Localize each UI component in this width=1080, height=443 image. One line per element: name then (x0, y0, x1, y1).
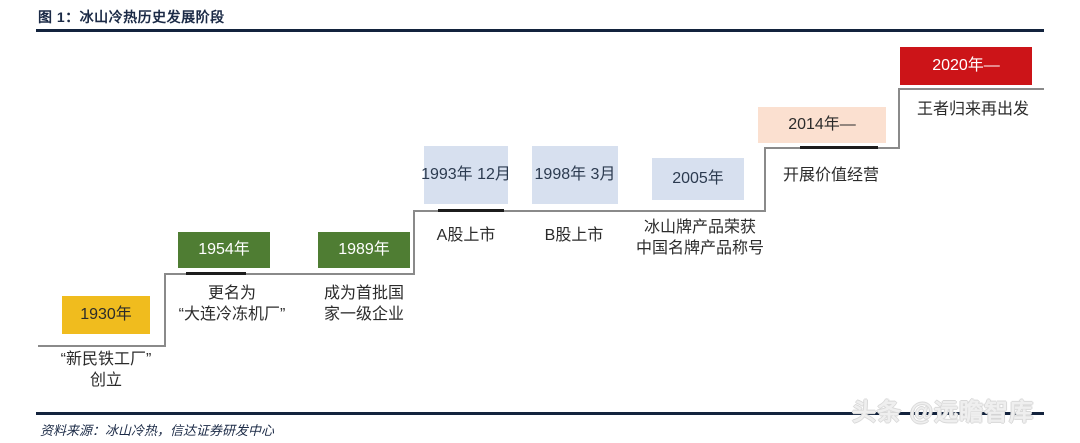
figure-source: 资料来源：冰山冷热，信达证券研发中心 (40, 423, 275, 438)
milestone-chip-1993[interactable]: 1993年 12月 (421, 146, 511, 204)
step-tread-2 (164, 273, 415, 275)
watermark-text: 头条 @远瞻智库 (852, 399, 1035, 426)
milestone-year-1993: 1993年 12月 (421, 166, 511, 184)
step-riser-2 (413, 210, 415, 275)
figure-title: 图 1：冰山冷热历史发展阶段 (38, 9, 225, 25)
milestone-year-1989: 1989年 (338, 241, 390, 259)
milestone-chip-2020[interactable]: 2020年— (900, 47, 1032, 85)
milestone-caption-1954: 更名为 “大连冷冻机厂” (178, 285, 286, 323)
step-riser-3 (764, 147, 766, 212)
top-divider-rule (36, 29, 1044, 32)
tread-tick-2 (186, 272, 246, 275)
milestone-chip-2014[interactable]: 2014年— (758, 107, 886, 143)
step-riser-1 (164, 273, 166, 347)
milestone-year-2020: 2020年— (932, 57, 1000, 75)
milestone-chip-1998[interactable]: 1998年 3月 (532, 146, 618, 204)
step-tread-5 (898, 88, 1044, 90)
tread-tick-4 (800, 146, 878, 149)
milestone-year-1954: 1954年 (198, 241, 250, 259)
milestone-caption-1993: A股上市 (436, 227, 496, 244)
milestone-year-2014: 2014年— (788, 116, 856, 134)
milestone-caption-2020: 王者归来再出发 (916, 101, 1029, 118)
milestone-caption-1989: 成为首批国 家一级企业 (323, 285, 404, 323)
milestone-chip-1954[interactable]: 1954年 (178, 232, 270, 268)
milestone-caption-2014: 开展价值经营 (782, 167, 879, 184)
bottom-divider-rule (36, 412, 1044, 415)
step-riser-4 (898, 88, 900, 149)
step-tread-1 (38, 345, 166, 347)
milestone-year-1998: 1998年 3月 (534, 166, 616, 184)
milestone-year-2005: 2005年 (672, 170, 724, 188)
milestone-chip-1989[interactable]: 1989年 (318, 232, 410, 268)
milestone-chip-2005[interactable]: 2005年 (652, 158, 744, 200)
step-tread-3 (413, 210, 766, 212)
milestone-caption-1930: “新民铁工厂” 创立 (60, 351, 152, 389)
milestone-caption-1998: B股上市 (544, 227, 604, 244)
milestone-chip-1930[interactable]: 1930年 (62, 296, 150, 334)
milestone-caption-2005: 冰山牌产品荣获 中国名牌产品称号 (635, 219, 764, 257)
milestone-year-1930: 1930年 (80, 306, 132, 324)
tread-tick-3 (438, 209, 504, 212)
